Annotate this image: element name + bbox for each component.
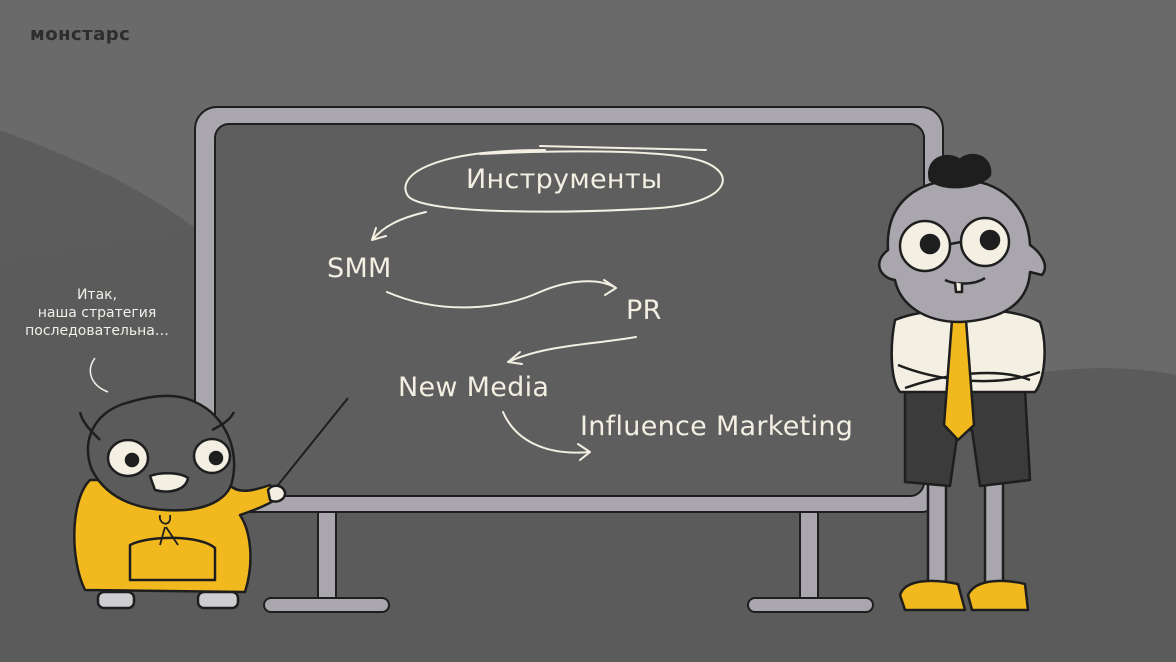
speech-tail [89, 357, 109, 393]
shorts [903, 388, 1032, 488]
board-stand [263, 499, 874, 613]
shoe-left [898, 579, 967, 612]
hair [927, 153, 992, 189]
right-monster [877, 153, 1047, 612]
hoodie [73, 478, 280, 594]
mouth [148, 472, 190, 493]
teeth [953, 281, 964, 294]
brand-logo: монстарс [30, 24, 131, 45]
arrow-icon-2 [386, 279, 617, 309]
arrow-icon-1 [371, 211, 427, 241]
leg-left [926, 478, 948, 592]
mouth [944, 276, 986, 285]
speech-line-1: Итак, [76, 287, 118, 303]
ear-right [211, 411, 236, 432]
arrow-icon-3 [507, 336, 637, 365]
board-title: Инструменты [466, 164, 663, 195]
shoe-right [966, 579, 1030, 612]
speech-line-2: наша стратегия [37, 305, 157, 321]
speech-bubble: Итак, наша стратегия последовательна… [4, 286, 190, 340]
title-strikethrough [539, 145, 707, 151]
chalk-drawings [371, 145, 724, 461]
title-scribble-ellipse [404, 149, 724, 213]
left-monster [73, 394, 349, 610]
hand [266, 484, 287, 503]
background-dark-wedge [0, 130, 210, 270]
board-item-influence-marketing: Influence Marketing [580, 411, 854, 442]
shoe-left [96, 590, 136, 610]
leg-right [983, 478, 1005, 592]
pointer-stick-icon [269, 397, 349, 496]
arrow-icon-4 [502, 411, 591, 461]
glasses-bridge [949, 240, 962, 246]
speech-line-3: последовательна… [25, 323, 169, 339]
board-item-pr: PR [626, 295, 662, 326]
hoodie-pocket [128, 536, 217, 582]
hoodie-laces [159, 514, 179, 546]
head [86, 394, 236, 512]
ear-left [78, 411, 101, 441]
board-item-new-media: New Media [398, 372, 550, 403]
board-item-smm: SMM [327, 253, 392, 284]
shoe-right [196, 590, 240, 610]
